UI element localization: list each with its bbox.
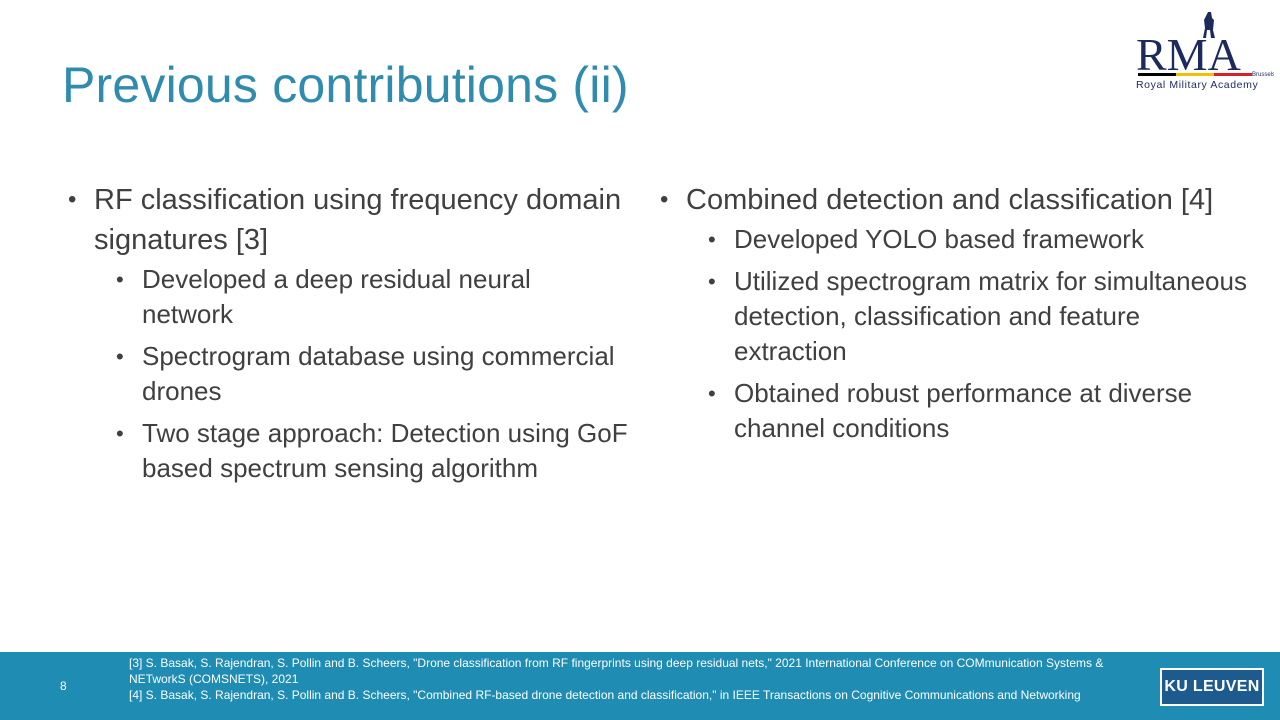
ku-leuven-logo: KU LEUVEN bbox=[1160, 668, 1264, 706]
right-item: • Obtained robust performance at diverse… bbox=[708, 376, 1260, 446]
right-heading-bullet: • Combined detection and classification … bbox=[660, 180, 1260, 220]
svg-text:Brussels: Brussels bbox=[1252, 72, 1274, 78]
right-item-text: Utilized spectrogram matrix for simultan… bbox=[734, 266, 1247, 366]
bullet-glyph: • bbox=[708, 269, 716, 294]
right-item: • Developed YOLO based framework bbox=[708, 222, 1260, 257]
left-item-text: Two stage approach: Detection using GoF … bbox=[142, 418, 628, 483]
right-item: • Utilized spectrogram matrix for simult… bbox=[708, 264, 1260, 369]
right-heading-text: Combined detection and classification [4… bbox=[686, 184, 1214, 216]
bullet-glyph: • bbox=[116, 344, 124, 369]
svg-text:RMA: RMA bbox=[1136, 29, 1241, 80]
references: [3] S. Basak, S. Rajendran, S. Pollin an… bbox=[129, 655, 1119, 703]
right-column: • Combined detection and classification … bbox=[660, 180, 1260, 453]
left-heading-bullet: • RF classification using frequency doma… bbox=[68, 180, 628, 260]
bullet-glyph: • bbox=[68, 186, 77, 213]
bullet-glyph: • bbox=[116, 267, 124, 292]
svg-text:Royal Military Academy: Royal Military Academy bbox=[1136, 79, 1258, 91]
bullet-glyph: • bbox=[116, 421, 124, 446]
rma-logo: RMA Brussels Royal Military Academy bbox=[1134, 8, 1274, 92]
footer-bar: 8 [3] S. Basak, S. Rajendran, S. Pollin … bbox=[0, 652, 1280, 720]
reference-3: [3] S. Basak, S. Rajendran, S. Pollin an… bbox=[129, 656, 1104, 686]
bullet-glyph: • bbox=[660, 186, 669, 213]
right-item-text: Developed YOLO based framework bbox=[734, 224, 1144, 254]
left-item: • Developed a deep residual neural netwo… bbox=[116, 262, 628, 332]
left-item: • Two stage approach: Detection using Go… bbox=[116, 416, 628, 486]
right-item-text: Obtained robust performance at diverse c… bbox=[734, 378, 1193, 443]
left-item-text: Spectrogram database using commercial dr… bbox=[142, 341, 615, 406]
reference-4: [4] S. Basak, S. Rajendran, S. Pollin an… bbox=[129, 688, 1081, 702]
bullet-glyph: • bbox=[708, 227, 716, 252]
page-number: 8 bbox=[60, 679, 67, 693]
left-heading-text: RF classification using frequency domain… bbox=[94, 184, 622, 256]
left-item-text: Developed a deep residual neural network bbox=[142, 264, 531, 329]
bullet-glyph: • bbox=[708, 381, 716, 406]
left-column: • RF classification using frequency doma… bbox=[68, 180, 628, 493]
left-item: • Spectrogram database using commercial … bbox=[116, 339, 628, 409]
slide-title: Previous contributions (ii) bbox=[62, 57, 629, 113]
